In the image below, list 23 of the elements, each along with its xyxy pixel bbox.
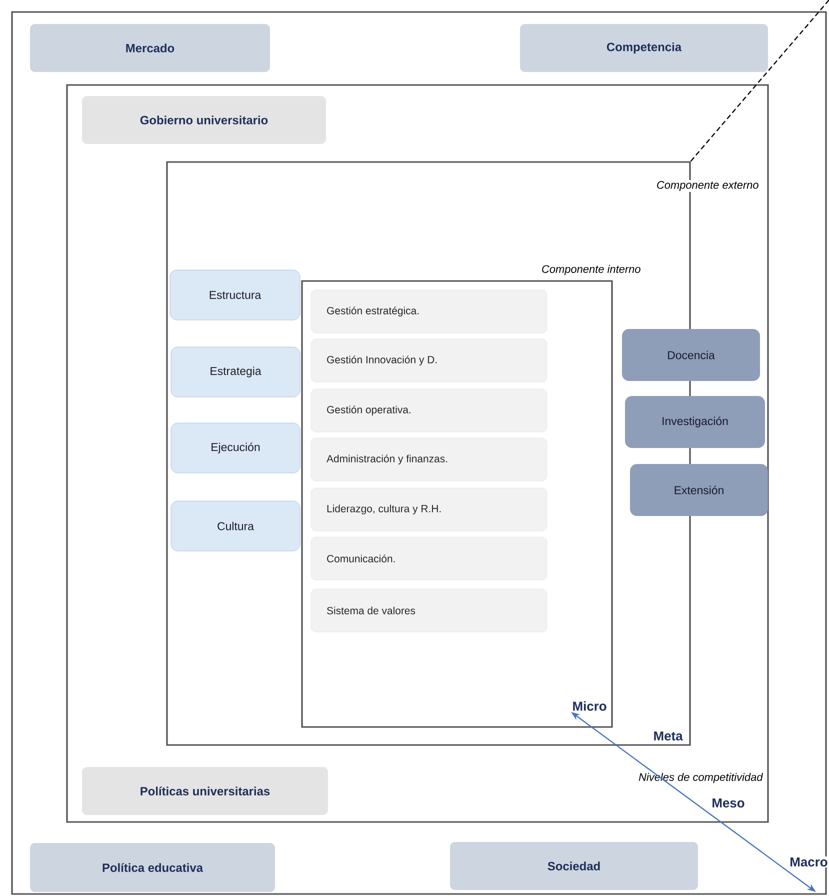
list-item-box: Gestión estratégica. — [310, 290, 548, 334]
topic-box: Sociedad — [450, 842, 698, 890]
dashed-line — [690, 0, 829, 162]
list-item-box: Liderazgo, cultura y R.H. — [310, 488, 548, 532]
function-box: Docencia — [622, 329, 760, 381]
topic-box: Políticas universitarias — [82, 767, 328, 815]
list-item-box: Gestión Innovación y D. — [310, 338, 548, 382]
component-box: Cultura — [170, 500, 300, 552]
annotation-text: Componente externo — [655, 180, 760, 192]
component-box: Estrategia — [170, 346, 300, 398]
component-box: Estructura — [170, 270, 300, 320]
function-box: Extensión — [630, 464, 768, 516]
component-box: Ejecución — [170, 422, 300, 474]
topic-box: Política educativa — [30, 843, 275, 892]
list-item-box: Comunicación. — [310, 536, 548, 580]
topic-box: Mercado — [30, 24, 270, 72]
list-item-box: Gestión operativa. — [310, 388, 548, 432]
topic-box: Competencia — [520, 24, 768, 72]
list-item-box: Sistema de valores — [310, 588, 548, 632]
list-item-box: Administración y finanzas. — [310, 438, 548, 482]
topic-box: Gobierno universitario — [82, 96, 326, 144]
function-box: Investigación — [625, 396, 765, 448]
annotation-text: Componente interno — [540, 264, 642, 276]
